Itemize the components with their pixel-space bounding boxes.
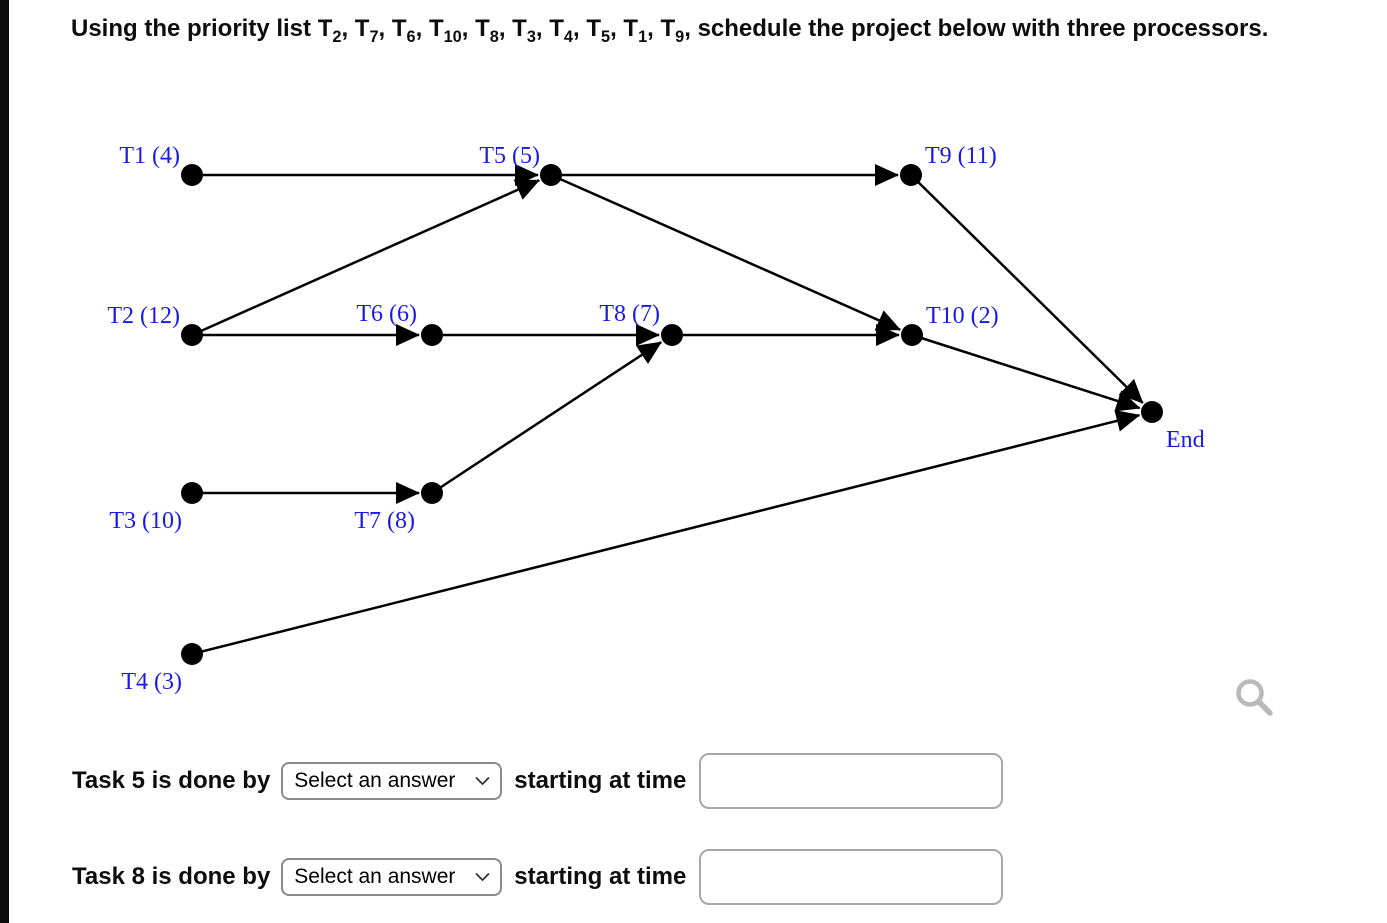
graph-node-label-T4: T4 (3) — [121, 669, 182, 695]
task8-time-label: starting at time — [514, 862, 687, 890]
graph-edge-T2-T5 — [191, 179, 541, 337]
graph-node-label-T3: T3 (10) — [109, 508, 182, 534]
graph-node-label-T9: T9 (11) — [925, 143, 997, 169]
task-subscript: 3 — [526, 27, 536, 46]
graph-node-label-T7: T7 (8) — [354, 508, 415, 534]
graph-edge-T10-End — [911, 333, 1141, 412]
graph-edge-T5-T10 — [550, 173, 902, 331]
task5-time-label: starting at time — [514, 766, 687, 794]
graph-node-T5 — [540, 164, 562, 186]
task-subscript: 4 — [563, 27, 573, 46]
task-subscript: 6 — [406, 27, 416, 46]
task8-processor-select[interactable]: Select an answer — [281, 857, 503, 896]
task-subscript: 5 — [601, 27, 611, 46]
question-row-task5: Task 5 is done by Select an answer start… — [72, 752, 1004, 809]
task8-processor-select-wrap: Select an answer — [281, 857, 503, 896]
graph-node-label-T6: T6 (6) — [356, 301, 417, 327]
page-title: Using the priority list T2, T7, T6, T10,… — [71, 15, 1269, 46]
graph-edge-T4-End — [191, 410, 1141, 656]
task-subscript: 10 — [443, 27, 462, 46]
graph-node-label-T10: T10 (2) — [926, 303, 999, 329]
graph-edge-T7-T8 — [431, 341, 662, 495]
graph-node-label-End: End — [1166, 427, 1205, 453]
question-row-task8: Task 8 is done by Select an answer start… — [72, 848, 1004, 905]
graph-node-T10 — [901, 324, 923, 346]
task5-time-input[interactable] — [699, 752, 1004, 809]
graph-node-T9 — [900, 164, 922, 186]
task-subscript: 8 — [489, 27, 499, 46]
graph-node-T6 — [421, 324, 443, 346]
task8-time-input[interactable] — [699, 848, 1004, 905]
task-subscript: 1 — [638, 27, 648, 46]
magnifier-icon[interactable] — [1232, 674, 1280, 722]
task-subscript: 7 — [369, 27, 379, 46]
graph-node-label-T2: T2 (12) — [107, 303, 180, 329]
graph-node-T2 — [181, 324, 203, 346]
graph-node-label-T8: T8 (7) — [599, 301, 660, 327]
graph-node-T8 — [661, 324, 683, 346]
task-subscript: 2 — [332, 27, 342, 46]
graph-node-T3 — [181, 482, 203, 504]
task5-processor-select-wrap: Select an answer — [281, 761, 503, 800]
graph-node-T1 — [181, 164, 203, 186]
graph-node-T7 — [421, 482, 443, 504]
task8-prompt-label: Task 8 is done by — [72, 862, 271, 890]
graph-node-label-T5: T5 (5) — [479, 143, 540, 169]
graph-node-T4 — [181, 643, 203, 665]
graph-node-End — [1141, 401, 1163, 423]
task5-processor-select[interactable]: Select an answer — [281, 761, 503, 800]
task-subscript: 9 — [675, 27, 685, 46]
graph-node-label-T1: T1 (4) — [119, 143, 180, 169]
graph-edge-T9-End — [910, 174, 1144, 404]
task5-prompt-label: Task 5 is done by — [72, 766, 271, 794]
left-edge-bar — [0, 0, 9, 923]
